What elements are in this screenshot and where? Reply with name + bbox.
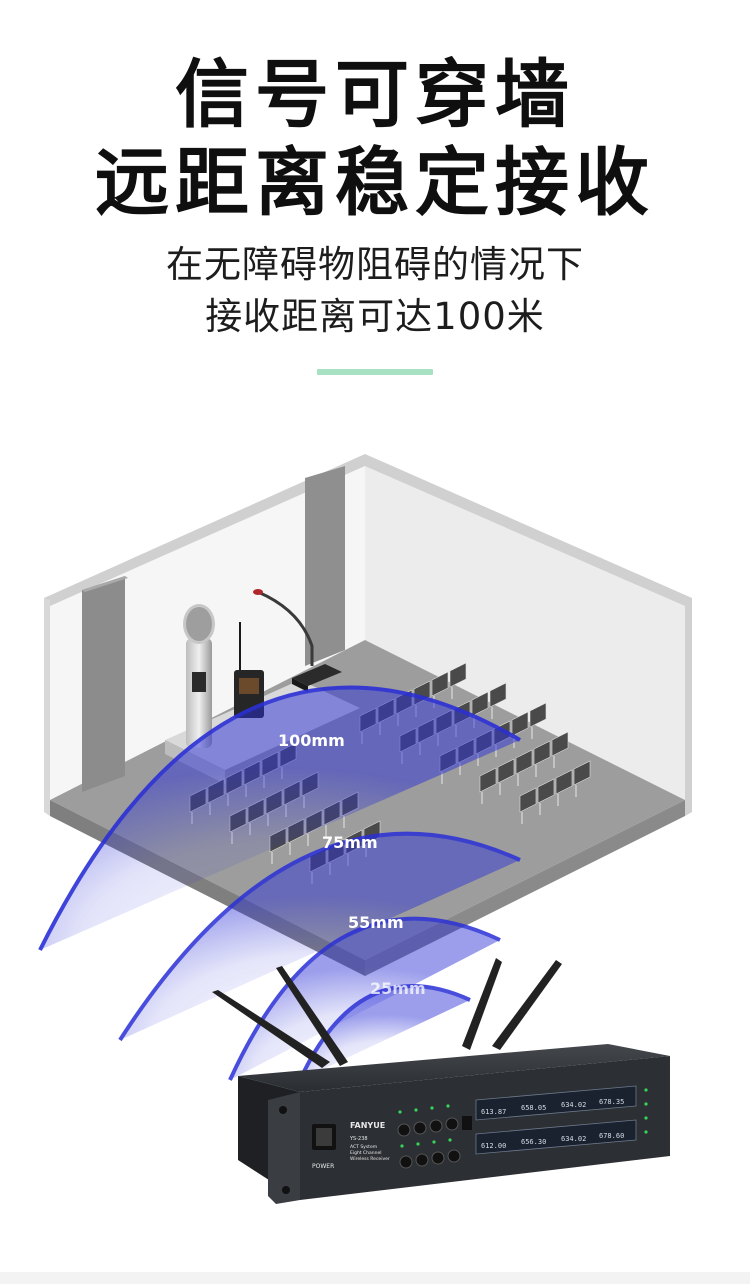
chair [515, 749, 533, 775]
chair [551, 731, 569, 757]
headline-line-2: 远距离稳定接收 [95, 140, 655, 226]
subheadline-line-2: 接收距离可达100米 [205, 295, 545, 338]
power-switch[interactable] [316, 1128, 332, 1146]
ring-label-55: 55mm [348, 913, 404, 932]
desc-line-3: Wireless Receiver [350, 1156, 390, 1162]
model-label: YS-238 [349, 1136, 368, 1142]
lcd-panel-top [475, 1085, 637, 1121]
channel-knobs[interactable] [397, 1117, 461, 1169]
pillar-center [305, 466, 345, 666]
chair [519, 787, 537, 813]
ring-label-75: 75mm [322, 833, 378, 852]
handheld-mic [186, 638, 212, 748]
desc-line-2: Eight Channel [350, 1150, 381, 1156]
antennas [212, 958, 562, 1068]
pillar-left [82, 576, 125, 792]
chair [471, 691, 489, 717]
power-label: POWER [312, 1163, 334, 1170]
chair [529, 702, 547, 728]
lcd-ch5: 612.00 [481, 1142, 506, 1150]
chair [449, 662, 467, 688]
chair [533, 740, 551, 766]
chair [537, 778, 555, 804]
headline-line-1: 信号可穿墙 [175, 52, 575, 138]
chair [479, 767, 497, 793]
lcd-ch2: 658.05 [521, 1104, 546, 1112]
chair [573, 760, 591, 786]
chair [431, 671, 449, 697]
lcd-ch6: 656.30 [521, 1138, 546, 1146]
bottom-strip [0, 1272, 750, 1284]
lcd-ch3: 634.02 [561, 1101, 586, 1109]
chair [497, 758, 515, 784]
ring-label-25: 25mm [370, 979, 426, 998]
lcd-ch8: 678.60 [599, 1132, 624, 1140]
back-right-wall [365, 460, 685, 800]
menu-button[interactable] [462, 1116, 472, 1130]
status-leds [398, 1088, 648, 1148]
chair [489, 682, 507, 708]
ring-label-100: 100mm [278, 731, 345, 750]
desc-line-1: ACT System [350, 1144, 377, 1150]
lcd-ch1: 613.87 [481, 1108, 506, 1116]
lcd-ch4: 678.35 [599, 1098, 624, 1106]
chair [511, 711, 529, 737]
brand-logo-text: FANYUE [350, 1121, 385, 1130]
accent-divider [317, 369, 433, 375]
lcd-ch7: 634.02 [561, 1135, 586, 1143]
room-scene-illustration: 100mm 75mm 55mm 25mm POWER FANYUE YS-238… [38, 454, 692, 1204]
lcd-panel-bottom [475, 1119, 637, 1155]
chair [555, 769, 573, 795]
wireless-receiver: POWER FANYUE YS-238 ACT System Eight Cha… [212, 958, 670, 1204]
subheadline-line-1: 在无障碍物阻碍的情况下 [166, 243, 584, 286]
